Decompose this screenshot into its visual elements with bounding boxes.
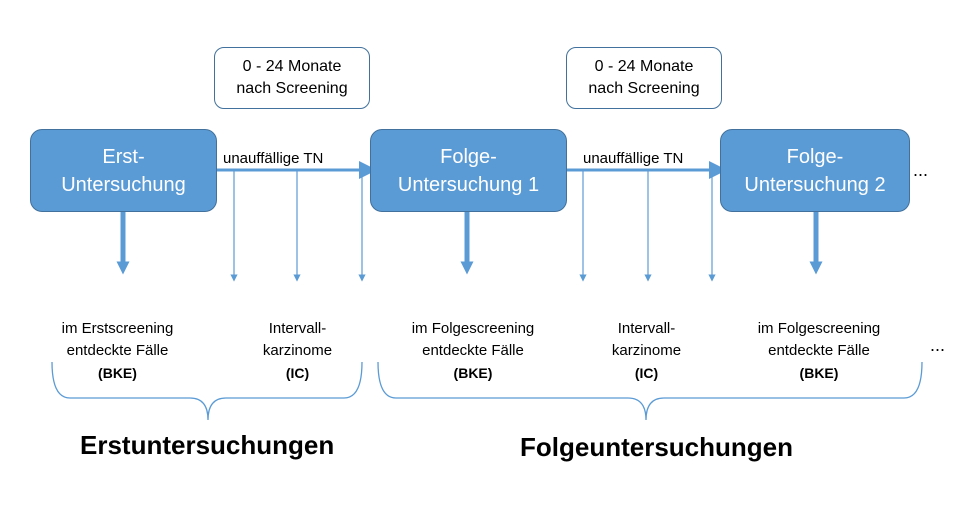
outcome-text: im Erstscreening — [61, 320, 174, 337]
interval-box-text: 0 - 24 Monate — [594, 58, 694, 75]
interval-box-1: 0 - 24 Monate nach Screening — [214, 47, 370, 109]
stage-folge-untersuchung-1: Folge- Untersuchung 1 — [370, 129, 567, 212]
outcome-text: karzinome — [262, 342, 333, 359]
stage-label: Folge- — [786, 145, 844, 168]
flow-label-1: unauffällige TN — [223, 150, 324, 167]
outcome-bke-folge-2: im Folgescreening entdeckte Fälle (BKE) — [734, 318, 904, 384]
outcome-ic-1: Intervall- karzinome (IC) — [240, 318, 355, 384]
stage-folge-untersuchung-2: Folge- Untersuchung 2 — [720, 129, 910, 212]
outcome-abbr: (BKE) — [453, 365, 493, 381]
outcome-abbr: (IC) — [285, 365, 310, 381]
ellipsis-bottom: ... — [930, 335, 946, 355]
outcome-abbr: (BKE) — [799, 365, 839, 381]
stage-label: Untersuchung 1 — [397, 173, 540, 196]
outcome-bke-erst: im Erstscreening entdeckte Fälle (BKE) — [40, 318, 195, 384]
outcome-text: im Folgescreening — [757, 320, 881, 337]
outcome-text: entdeckte Fälle — [422, 342, 524, 359]
outcome-text: entdeckte Fälle — [66, 342, 169, 359]
stage-label: Erst- — [102, 145, 145, 168]
brace-erstuntersuchungen — [51, 361, 363, 421]
stage-erst-untersuchung: Erst- Untersuchung — [30, 129, 217, 212]
outcome-text: Intervall- — [617, 320, 676, 337]
stage-label: Folge- — [440, 145, 497, 168]
interval-box-text: nach Screening — [588, 80, 700, 97]
interval-box-2: 0 - 24 Monate nach Screening — [566, 47, 722, 109]
flow-label-2: unauffällige TN — [583, 150, 684, 167]
outcome-ic-2: Intervall- karzinome (IC) — [589, 318, 704, 384]
interval-box-text: nach Screening — [236, 80, 348, 97]
stage-label: Untersuchung 2 — [744, 173, 886, 196]
brace-folgeuntersuchungen — [377, 361, 923, 421]
outcome-text: Intervall- — [268, 320, 327, 337]
outcome-bke-folge-1: im Folgescreening entdeckte Fälle (BKE) — [388, 318, 558, 384]
outcome-text: entdeckte Fälle — [768, 342, 870, 359]
ellipsis-top: ... — [913, 160, 929, 180]
group-label-folgeuntersuchungen: Folgeuntersuchungen — [520, 432, 793, 462]
stage-label: Untersuchung — [61, 173, 186, 196]
group-label-erstuntersuchungen: Erstuntersuchungen — [80, 430, 335, 460]
outcome-abbr: (BKE) — [98, 365, 137, 381]
interval-box-text: 0 - 24 Monate — [242, 58, 342, 75]
outcome-text: im Folgescreening — [411, 320, 535, 337]
outcome-text: karzinome — [611, 342, 682, 359]
outcome-abbr: (IC) — [634, 365, 659, 381]
